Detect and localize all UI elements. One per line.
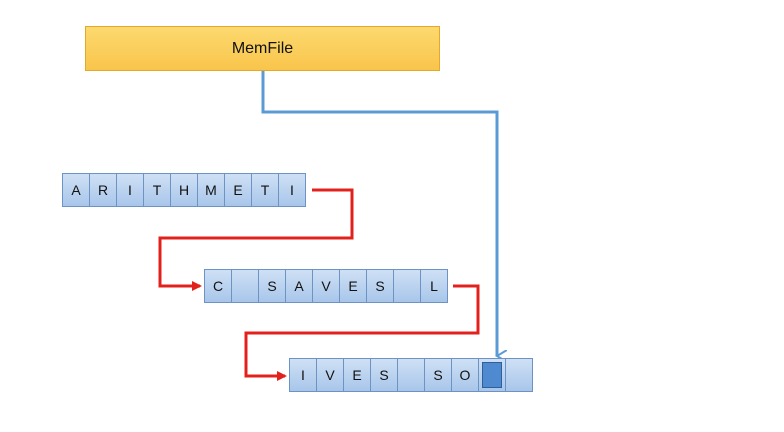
buffer-cell: E <box>224 173 252 207</box>
buffer-cell: I <box>289 358 317 392</box>
memfile-pointer-arrow <box>261 71 497 356</box>
memfile-label: MemFile <box>231 39 294 57</box>
memfile-box: MemFile <box>85 26 440 71</box>
buffer-cell: A <box>62 173 90 207</box>
buffer-cell: S <box>370 358 398 392</box>
buffer-cell <box>231 269 259 303</box>
buffer-cell: V <box>312 269 340 303</box>
buffer-row-3: I V E S S O <box>289 358 533 392</box>
buffer-row-2: C S A V E S L <box>204 269 448 303</box>
current-position-cell <box>478 358 506 392</box>
buffer-cell: R <box>89 173 117 207</box>
buffer-cell: M <box>197 173 225 207</box>
buffer-cell: H <box>170 173 198 207</box>
buffer-cell: E <box>343 358 371 392</box>
buffer-cell: E <box>339 269 367 303</box>
buffer-cell: I <box>278 173 306 207</box>
buffer-cell: I <box>116 173 144 207</box>
buffer-cell <box>393 269 421 303</box>
buffer-cell: S <box>424 358 452 392</box>
chain-arrow-2 <box>244 284 480 381</box>
buffer-cell: S <box>258 269 286 303</box>
buffer-cell: L <box>420 269 448 303</box>
chain-arrow-1 <box>158 188 354 291</box>
buffer-cell: T <box>251 173 279 207</box>
buffer-cell: S <box>366 269 394 303</box>
buffer-cell <box>505 358 533 392</box>
buffer-cell: T <box>143 173 171 207</box>
buffer-row-1: A R I T H M E T I <box>62 173 306 207</box>
buffer-cell <box>397 358 425 392</box>
buffer-cell: A <box>285 269 313 303</box>
buffer-cell: V <box>316 358 344 392</box>
buffer-cell: O <box>451 358 479 392</box>
buffer-cell: C <box>204 269 232 303</box>
